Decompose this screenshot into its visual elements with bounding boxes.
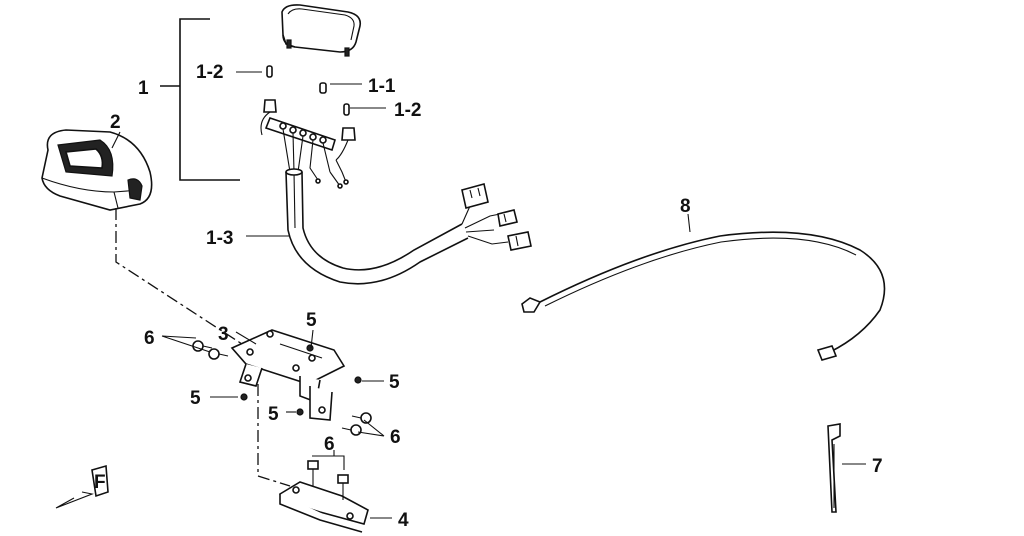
assembly-bracket-1 xyxy=(160,18,240,181)
callout-labels: 1 1-2 1-1 1-2 1-3 2 3 4 5 5 5 5 6 6 6 7 … xyxy=(110,62,883,531)
wire-harness-1-3[interactable] xyxy=(285,168,532,285)
callout-6-left: 6 xyxy=(144,328,155,349)
callout-5-center: 5 xyxy=(268,404,279,425)
meter-cover[interactable] xyxy=(41,129,153,211)
leader-lines xyxy=(111,71,866,519)
callout-1-3: 1-3 xyxy=(206,228,233,249)
callout-5-right: 5 xyxy=(389,372,400,393)
meter-bracket[interactable] xyxy=(230,329,346,421)
callout-1: 1 xyxy=(138,78,149,99)
direction-letter: F xyxy=(94,472,106,493)
callout-8: 8 xyxy=(680,196,691,217)
callout-3: 3 xyxy=(218,324,229,345)
bulb-1-2-left[interactable] xyxy=(263,65,277,113)
callout-1-2-right: 1-2 xyxy=(394,100,421,121)
callout-4: 4 xyxy=(398,510,409,531)
callout-5-top: 5 xyxy=(306,310,317,331)
callout-2: 2 xyxy=(110,112,121,133)
callout-6-bottom: 6 xyxy=(324,434,335,455)
socket-wires xyxy=(282,128,349,189)
bulb-1-2-right[interactable] xyxy=(341,103,356,141)
front-direction-marker: F xyxy=(55,464,109,509)
bolts-group[interactable] xyxy=(192,340,372,436)
bulb-1-1[interactable] xyxy=(319,82,327,94)
callout-7: 7 xyxy=(872,456,883,477)
mounting-plate[interactable] xyxy=(279,460,369,533)
socket-strip xyxy=(260,111,349,161)
callout-5-left: 5 xyxy=(190,388,201,409)
callout-6-right: 6 xyxy=(390,427,401,448)
callout-1-2-left: 1-2 xyxy=(196,62,223,83)
speedometer-cable[interactable] xyxy=(521,231,886,361)
cable-tie[interactable] xyxy=(827,423,841,513)
callout-1-1: 1-1 xyxy=(368,76,396,97)
alignment-lines xyxy=(115,208,291,487)
meter-unit[interactable] xyxy=(281,4,362,57)
